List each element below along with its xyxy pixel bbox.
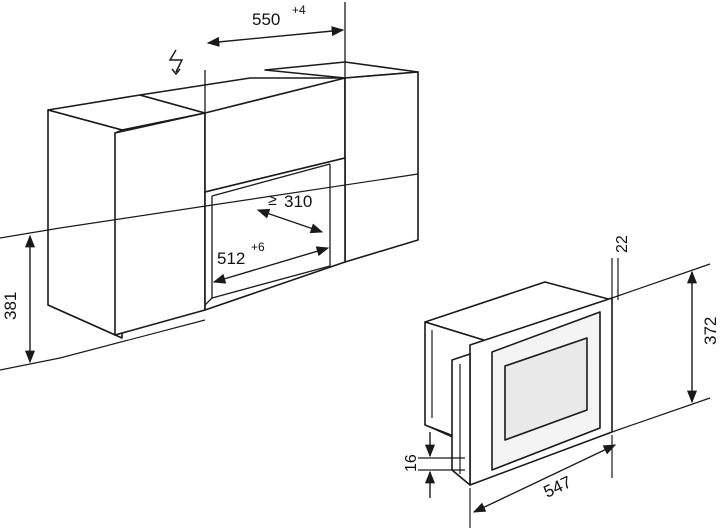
lightning-bolt-icon bbox=[168, 49, 184, 76]
appliance-details bbox=[424, 330, 461, 474]
appliance bbox=[424, 281, 613, 486]
dim-niche-width-tolerance: +4 bbox=[292, 3, 306, 17]
dim-bottom-offset-value: 16 bbox=[403, 454, 420, 472]
dim-niche-width: 550 +4 bbox=[206, 3, 345, 47]
appliance-window bbox=[504, 337, 588, 441]
dim-niche-width-value: 550 bbox=[252, 10, 280, 29]
dim-niche-height: 381 bbox=[0, 227, 61, 371]
cabinet-front-left bbox=[114, 112, 206, 336]
dim-appliance-height-value: 372 bbox=[701, 317, 720, 345]
cabinet-niche bbox=[47, 61, 419, 339]
dim-niche-height-value: 381 bbox=[1, 292, 20, 320]
dim-bottom-offset: 16 bbox=[403, 432, 465, 498]
dim-inner-width: 512 +6 bbox=[212, 240, 330, 284]
dim-appliance-depth-value: 547 bbox=[541, 472, 575, 501]
cabinet-front-right bbox=[344, 71, 419, 263]
dim-niche-depth: ≥ 310 bbox=[256, 192, 324, 234]
dim-niche-depth-value: 310 bbox=[284, 192, 312, 211]
dim-inner-width-value: 512 bbox=[217, 249, 245, 268]
dim-inner-width-tolerance: +6 bbox=[251, 240, 265, 254]
dim-appliance-height: 372 bbox=[611, 263, 720, 433]
dim-niche-depth-prefix: ≥ bbox=[268, 192, 277, 209]
dim-front-thickness-value: 22 bbox=[614, 235, 631, 253]
appliance-control-strip bbox=[451, 353, 471, 486]
dim-front-thickness: 22 bbox=[611, 235, 631, 300]
